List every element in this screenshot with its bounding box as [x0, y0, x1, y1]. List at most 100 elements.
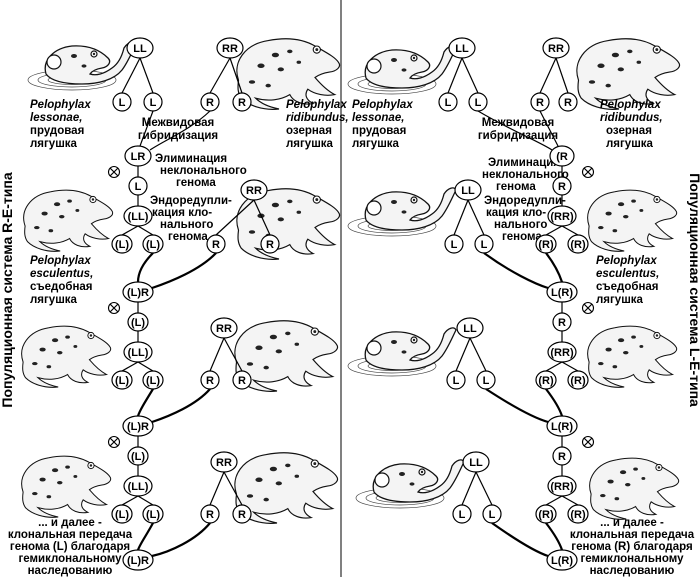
genome-node-R: R [552, 312, 572, 332]
elimination-label-right: Элиминация неклонального генома [482, 157, 569, 193]
svg-text:генома (R) благодаря: генома (R) благодаря [571, 541, 692, 553]
svg-text:(LL): (LL) [128, 211, 149, 223]
genome-node-L: L [468, 92, 488, 112]
lessonae-frog-illustration [347, 187, 457, 237]
flow-line [215, 199, 255, 236]
svg-text:генома: генома [496, 181, 536, 193]
genome-node-L: L [474, 234, 494, 254]
genome-node-R: R [552, 176, 572, 196]
svg-text:генома: генома [176, 177, 216, 189]
svg-text:Элиминация: Элиминация [155, 153, 227, 165]
svg-text:Pelophylax: Pelophylax [30, 99, 91, 111]
genome-node-R: R [260, 234, 280, 254]
genome-node-R-clonal: (R) [535, 370, 557, 390]
flow-line [461, 57, 479, 94]
genome-node-RR: RR [210, 451, 238, 473]
genome-node-LR-hybrid: L(R) [546, 415, 578, 437]
footnote-right: ... и далее - клональная передача генома… [570, 517, 695, 577]
flow-line [137, 225, 154, 236]
eliminated-genome-marker [107, 165, 121, 179]
svg-text:R: R [558, 317, 566, 329]
flow-line [539, 110, 559, 147]
svg-text:R: R [206, 375, 214, 387]
svg-text:L: L [453, 375, 460, 387]
genome-node-R: R [200, 92, 220, 112]
genome-node-R-clonal: (R) [535, 504, 557, 524]
svg-text:(L): (L) [146, 509, 160, 521]
flow-line [151, 388, 211, 424]
genome-node-L: L [128, 176, 148, 196]
svg-text:Pelophylax: Pelophylax [352, 99, 413, 111]
svg-text:нального: нального [494, 219, 547, 231]
flow-line [485, 388, 549, 424]
genome-node-R: R [530, 92, 550, 112]
svg-text:(L): (L) [131, 317, 145, 329]
svg-text:RR: RR [222, 43, 238, 55]
genome-node-R: R [232, 92, 252, 112]
svg-text:L(R): L(R) [551, 555, 573, 567]
svg-text:съедобная: съедобная [596, 281, 659, 293]
svg-text:(L)R: (L)R [127, 287, 149, 299]
esculentus-frog-illustration [589, 457, 680, 520]
flow-line [477, 110, 553, 151]
genome-node-L-clonal: (L) [142, 504, 164, 524]
svg-text:R: R [266, 239, 274, 251]
svg-text:LL: LL [463, 323, 477, 335]
flow-line [545, 522, 564, 551]
genome-node-RR: RR [542, 37, 570, 59]
svg-text:L: L [481, 239, 488, 251]
flow-line [136, 522, 154, 551]
svg-text:лягушка: лягушка [30, 138, 78, 150]
svg-text:(R): (R) [570, 509, 586, 521]
svg-text:R: R [558, 181, 566, 193]
flow-line [561, 225, 579, 236]
eliminated-genome-marker [107, 301, 121, 315]
genome-node-R: R [200, 504, 220, 524]
svg-text:R: R [206, 97, 214, 109]
genome-node-R-clonal: (R) [567, 504, 589, 524]
svg-text:L: L [451, 239, 458, 251]
genome-node-LR-hybrid: L(R) [546, 281, 578, 303]
right-panel-nodes: LL RR L L R R (R R (RR) (R) (R) LL L L L… [438, 37, 589, 571]
elimination-label-left: Элиминация неклонального генома [155, 153, 247, 189]
lessonae-frog-illustration [347, 45, 457, 95]
genome-node-L: L [446, 370, 466, 390]
flow-line [483, 252, 549, 290]
endoreduplication-label-left: Эндоредупли- кация кло- нального генома [150, 195, 232, 243]
svg-text:RR: RR [246, 185, 262, 197]
flow-line [209, 337, 225, 372]
genome-node-L: L [143, 92, 163, 112]
svg-text:прудовая: прудовая [352, 125, 406, 137]
genome-node-L-clonal: (L) [142, 370, 164, 390]
flow-line [209, 57, 231, 94]
genome-node-LL: LL [454, 179, 482, 201]
lessonae-frog-illustration [347, 327, 457, 377]
flow-line [209, 471, 225, 506]
svg-text:R: R [238, 375, 246, 387]
svg-text:(L): (L) [115, 509, 129, 521]
svg-text:RR: RR [548, 43, 564, 55]
svg-text:esculentus,: esculentus, [596, 268, 659, 280]
flow-line [453, 199, 469, 236]
flow-line [545, 225, 563, 236]
genome-node-R: R [552, 446, 572, 466]
svg-text:LL: LL [461, 185, 475, 197]
svg-text:гибридизация: гибридизация [138, 130, 218, 142]
flow-line [151, 522, 211, 558]
svg-text:(R: (R [556, 151, 568, 163]
flow-line [229, 57, 243, 94]
flow-line [151, 252, 217, 290]
svg-text:Элиминация: Элиминация [488, 157, 560, 169]
genome-node-LL-dup: (LL) [123, 205, 153, 227]
svg-text:съедобная: съедобная [30, 281, 93, 293]
svg-text:R: R [238, 97, 246, 109]
svg-text:(R): (R) [538, 375, 554, 387]
svg-text:Pelophylax: Pelophylax [30, 255, 91, 267]
eliminated-genome-marker [581, 435, 595, 449]
genome-node-R-clonal: (R) [567, 370, 589, 390]
eliminated-genome-marker [107, 435, 121, 449]
svg-text:генома: генома [168, 231, 208, 243]
svg-text:Pelophylax: Pelophylax [286, 99, 347, 111]
svg-text:RR: RR [216, 323, 232, 335]
genome-node-LL-dup: (LL) [123, 341, 153, 363]
